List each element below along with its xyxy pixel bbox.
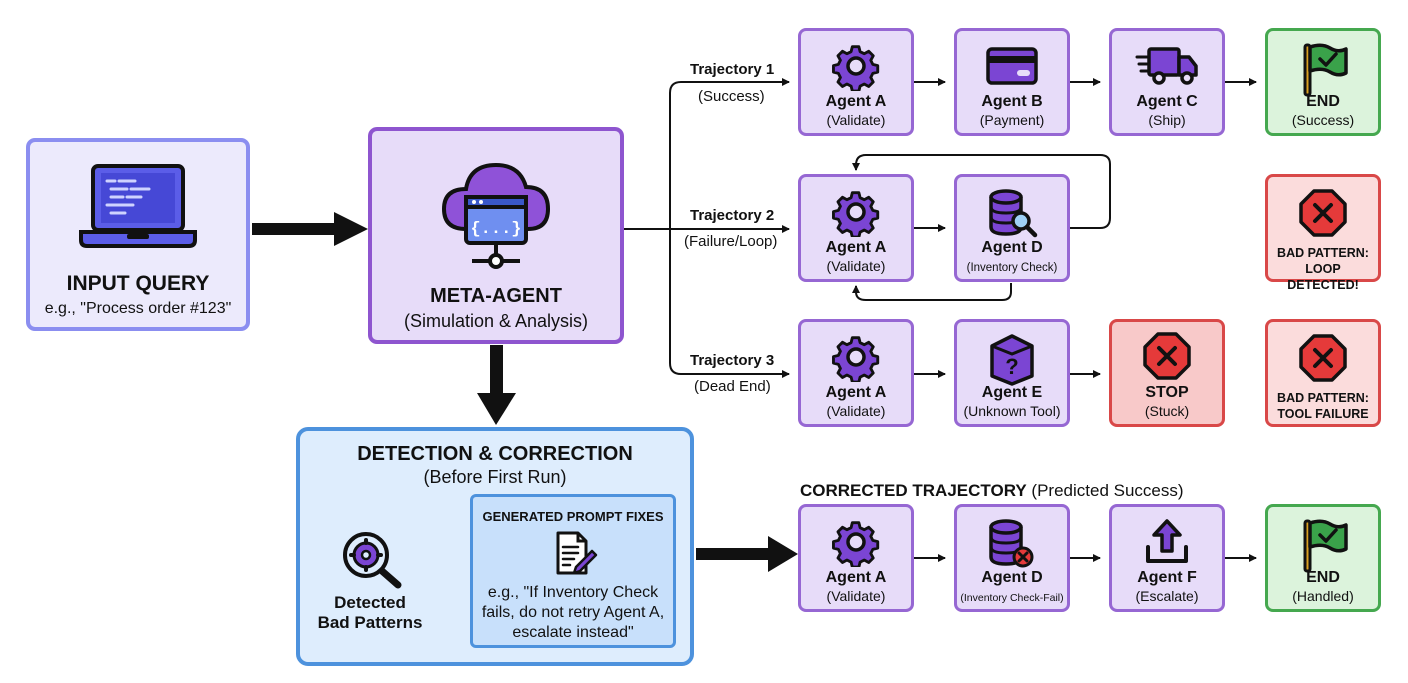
node-subtitle: (Inventory Check-Fail)	[960, 592, 1064, 604]
flag-check-icon	[1268, 517, 1378, 573]
node-title: Agent A	[825, 384, 887, 401]
credit-card-icon	[957, 41, 1067, 95]
question-box-icon: ?	[957, 332, 1067, 386]
bad-pattern-line-2: TOOL FAILURE	[1277, 407, 1369, 421]
detection-title: DETECTION & CORRECTION	[357, 443, 633, 465]
corrected-trajectory-status: (Predicted Success)	[1031, 481, 1184, 500]
node-subtitle: (Escalate)	[1135, 588, 1199, 604]
bad-pattern-line-1: BAD PATTERN:	[1277, 391, 1369, 405]
prompt-fix-line-1: e.g., "If Inventory Check	[487, 584, 659, 601]
gear-icon	[801, 41, 911, 95]
node-title: Agent A	[825, 93, 887, 110]
database-search-icon	[957, 187, 1067, 241]
trajectory-branches	[410, 78, 1257, 576]
node-subtitle: (Ship)	[1148, 112, 1186, 128]
t1-end-node: END (Success)	[1265, 28, 1381, 136]
database-error-icon	[957, 517, 1067, 571]
detection-subtitle: (Before First Run)	[423, 467, 567, 487]
detected-bad-patterns-line-1: Detected	[334, 593, 406, 612]
t2-agent-a-node: Agent A (Validate)	[798, 174, 914, 282]
gear-icon	[801, 332, 911, 386]
c-agent-f-node: Agent F (Escalate)	[1109, 504, 1225, 612]
node-title: Agent B	[981, 93, 1043, 110]
truck-icon	[1112, 41, 1222, 95]
meta-agent-box: {...} META-AGENT (Simulation & Analysis)	[368, 127, 624, 344]
meta-agent-title: META-AGENT	[430, 285, 562, 307]
svg-text:{...}: {...}	[470, 220, 521, 239]
trajectory-1-label: Trajectory 1	[690, 61, 775, 78]
stop-x-icon	[1112, 332, 1222, 386]
stop-x-icon	[1268, 189, 1378, 243]
node-subtitle: (Validate)	[826, 588, 886, 604]
document-edit-icon	[473, 529, 673, 579]
node-subtitle: (Payment)	[979, 112, 1045, 128]
svg-text:?: ?	[1005, 354, 1018, 379]
meta-agent-subtitle: (Simulation & Analysis)	[403, 311, 589, 331]
stop-x-icon	[1268, 334, 1378, 388]
node-title: Agent D	[981, 239, 1043, 256]
prompt-fixes-title: GENERATED PROMPT FIXES	[482, 509, 664, 524]
t3-bad-pattern-node: BAD PATTERN: TOOL FAILURE	[1265, 319, 1381, 427]
trajectory-2-status: (Failure/Loop)	[684, 233, 778, 250]
trajectory-1-status: (Success)	[698, 88, 765, 105]
input-title: INPUT QUERY	[66, 272, 210, 295]
node-title: STOP	[1145, 384, 1189, 401]
detection-to-corrected-arrow	[696, 536, 798, 572]
trajectory-3-label: Trajectory 3	[690, 352, 775, 369]
cloud-code-icon: {...}	[372, 153, 620, 273]
node-subtitle: (Handled)	[1292, 588, 1354, 604]
input-subtitle: e.g., "Process order #123"	[44, 300, 232, 317]
node-subtitle: (Stuck)	[1144, 403, 1190, 419]
node-subtitle: (Validate)	[826, 112, 886, 128]
laptop-icon	[30, 160, 246, 256]
input-to-meta-arrow	[252, 212, 368, 246]
t1-agent-b-node: Agent B (Payment)	[954, 28, 1070, 136]
node-title: END	[1306, 569, 1340, 586]
t2-agent-d-node: Agent D (Inventory Check)	[954, 174, 1070, 282]
node-title: Agent A	[825, 569, 887, 586]
t1-agent-a-node: Agent A (Validate)	[798, 28, 914, 136]
c-agent-d-node: Agent D (Inventory Check-Fail)	[954, 504, 1070, 612]
c-end-node: END (Handled)	[1265, 504, 1381, 612]
prompt-fix-example: e.g., "If Inventory Check fails, do not …	[473, 583, 673, 643]
t3-agent-a-node: Agent A (Validate)	[798, 319, 914, 427]
node-title: END	[1306, 93, 1340, 110]
gear-icon	[801, 517, 911, 571]
node-subtitle: (Validate)	[826, 403, 886, 419]
bad-pattern-line-1: BAD PATTERN:	[1277, 246, 1369, 260]
node-title: Agent E	[981, 384, 1043, 401]
trajectory-3-status: (Dead End)	[694, 378, 771, 395]
node-title: Agent C	[1136, 93, 1198, 110]
upload-arrow-icon	[1112, 517, 1222, 571]
node-title: Agent F	[1137, 569, 1197, 586]
detected-bad-patterns-line-2: Bad Patterns	[317, 613, 423, 632]
node-title: Agent A	[825, 239, 887, 256]
input-query-box: INPUT QUERY e.g., "Process order #123"	[26, 138, 250, 331]
node-title: Agent D	[981, 569, 1043, 586]
t2-bad-pattern-node: BAD PATTERN: LOOP DETECTED!	[1265, 174, 1381, 292]
node-subtitle: (Success)	[1291, 112, 1355, 128]
corrected-trajectory-title: CORRECTED TRAJECTORY	[800, 481, 1027, 500]
t3-agent-e-node: ? Agent E (Unknown Tool)	[954, 319, 1070, 427]
node-subtitle: (Inventory Check)	[966, 262, 1058, 274]
flag-check-icon	[1268, 41, 1378, 97]
meta-to-detection-arrow	[477, 345, 516, 425]
gear-icon	[801, 187, 911, 241]
node-subtitle: (Unknown Tool)	[963, 403, 1061, 419]
prompt-fix-line-3: escalate instead"	[512, 624, 634, 641]
bad-pattern-line-2: LOOP DETECTED!	[1287, 262, 1359, 292]
corrected-trajectory-heading: CORRECTED TRAJECTORY (Predicted Success)	[800, 481, 1184, 501]
magnifier-gear-icon	[340, 529, 406, 594]
prompt-fix-line-2: fails, do not retry Agent A,	[481, 604, 665, 621]
t3-stop-node: STOP (Stuck)	[1109, 319, 1225, 427]
bad-pattern-label: BAD PATTERN: LOOP DETECTED!	[1268, 245, 1378, 293]
generated-prompt-fixes-box: GENERATED PROMPT FIXES e.g., "If Invento…	[470, 494, 676, 648]
t1-agent-c-node: Agent C (Ship)	[1109, 28, 1225, 136]
detected-bad-patterns-label: Detected Bad Patterns	[310, 593, 430, 633]
c-agent-a-node: Agent A (Validate)	[798, 504, 914, 612]
bad-pattern-label: BAD PATTERN: TOOL FAILURE	[1268, 390, 1378, 422]
trajectory-2-label: Trajectory 2	[690, 207, 775, 224]
node-subtitle: (Validate)	[826, 258, 886, 274]
